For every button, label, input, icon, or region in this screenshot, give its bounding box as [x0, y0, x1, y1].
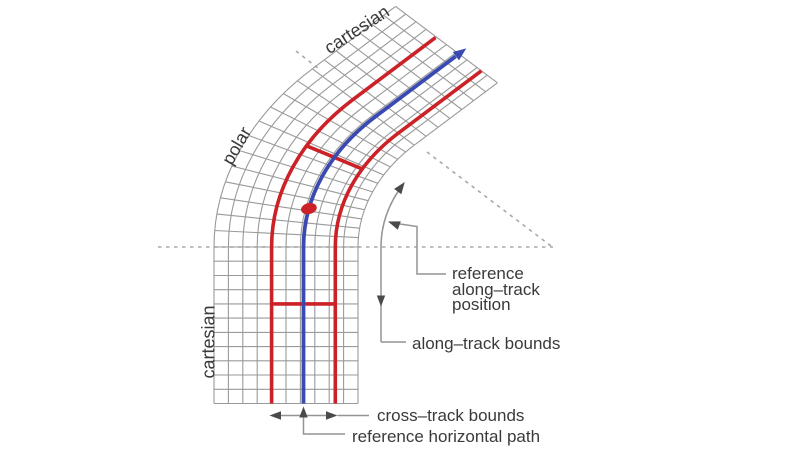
outer-cross-track-bound-line	[269, 36, 437, 404]
down-arrow-icon	[376, 295, 386, 307]
polar-sector-end-dashed-line-inner	[426, 151, 552, 247]
left-arrow-icon	[388, 221, 401, 230]
along-track-measure-arc	[380, 185, 403, 248]
path-direction-arrow-icon	[452, 48, 467, 61]
label-cross-track-bounds: cross–track bounds	[377, 406, 525, 425]
reference-position-leader	[388, 221, 446, 275]
up-arrow-icon	[299, 406, 308, 418]
reference-position-marker	[301, 202, 317, 215]
reference-path-line	[301, 54, 457, 404]
label-along-track-bounds: along–track bounds	[412, 334, 561, 353]
coordinate-grid	[213, 5, 498, 405]
arc-end-arrow-icon	[394, 182, 405, 195]
reference-path-leader-line	[302, 411, 345, 435]
along-track-measurement	[376, 182, 406, 343]
label-reference-along-track-position: reference along–track position	[452, 264, 540, 314]
polar-sector-end-dashed-line-outer	[295, 50, 322, 72]
cross-track-left-arrow-icon	[269, 411, 281, 420]
inner-cross-track-bound-line	[333, 69, 483, 404]
label-reference-horizontal-path: reference horizontal path	[352, 427, 541, 446]
cross-track-measurement	[269, 411, 369, 420]
cross-track-right-arrow-icon	[326, 411, 338, 420]
reference-path-pointer	[299, 406, 345, 435]
label-cartesian-bottom: cartesian	[198, 305, 219, 379]
reference-position-leader-line	[389, 221, 446, 275]
